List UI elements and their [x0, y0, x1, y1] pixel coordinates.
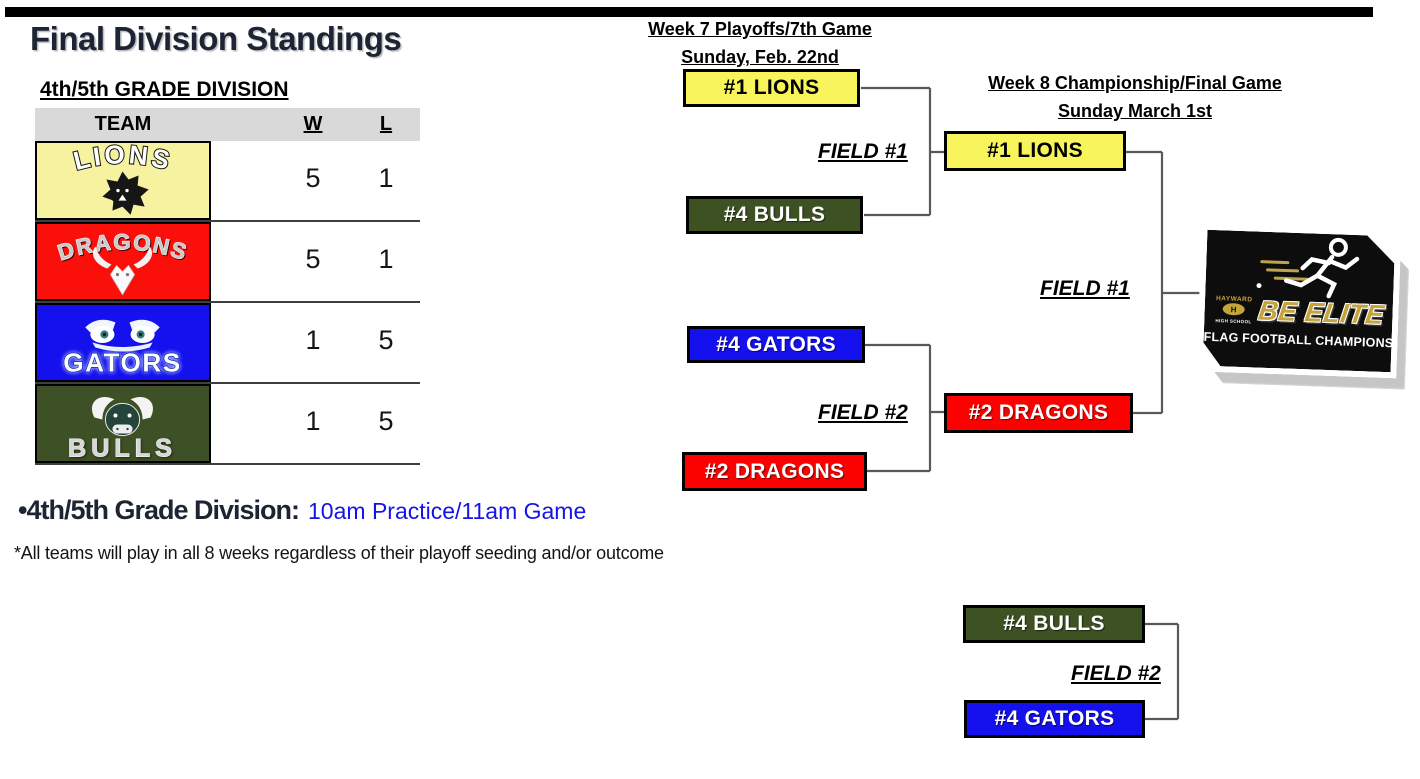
- page-title: Final Division Standings: [30, 20, 402, 57]
- school-emblem: HAYWARD H HIGH SCHOOL: [1212, 295, 1255, 326]
- lions-logo: LIONS: [35, 141, 211, 220]
- week8-header: Week 8 Championship/Final Game Sunday Ma…: [970, 73, 1300, 129]
- week7-title: Week 7 Playoffs/7th Game: [648, 19, 872, 39]
- column-header-team: TEAM: [94, 113, 152, 135]
- gators-logo: GATORS: [35, 303, 211, 382]
- field-label-consolation: FIELD #2: [1071, 662, 1161, 685]
- bulls-wins: 1: [305, 406, 321, 436]
- bracket-box-gators-consolation: #4 GATORS: [964, 700, 1145, 738]
- dragons-wins: 5: [305, 244, 321, 274]
- column-header-wins: W: [303, 113, 323, 135]
- field-label-semifinal2: FIELD #2: [818, 401, 908, 424]
- table-row-gators: GATORS 1 5: [35, 303, 420, 384]
- gator-mascot-icon: [85, 319, 160, 352]
- field-label-semifinal1: FIELD #1: [818, 140, 908, 163]
- week7-date: Sunday, Feb. 22nd: [681, 47, 839, 67]
- top-divider-bar: [5, 7, 1373, 17]
- bulls-losses: 5: [378, 406, 394, 436]
- bracket-box-bulls-semifinal: #4 BULLS: [686, 196, 863, 234]
- week8-title: Week 8 Championship/Final Game: [988, 73, 1282, 93]
- bracket-box-gators-semifinal: #4 GATORS: [687, 326, 865, 363]
- champion-badge-face: HAYWARD H HIGH SCHOOL BE ELITE FLAG FOOT…: [1203, 230, 1396, 372]
- bracket-box-dragons-finalist: #2 DRAGONS: [944, 393, 1133, 433]
- column-header-losses: L: [379, 113, 393, 135]
- week8-date: Sunday March 1st: [1057, 101, 1213, 121]
- lion-mascot-icon: [102, 171, 149, 215]
- standings-header-row: TEAM W L: [35, 108, 420, 141]
- champion-badge-border: HAYWARD H HIGH SCHOOL BE ELITE FLAG FOOT…: [1196, 224, 1401, 379]
- runner-icon: [1247, 233, 1379, 301]
- bracket-box-dragons-semifinal: #2 DRAGONS: [682, 452, 867, 491]
- dragon-mascot-icon: [92, 246, 153, 296]
- badge-subtitle: FLAG FOOTBALL CHAMPIONS: [1203, 329, 1394, 351]
- football-icon: H: [1222, 302, 1246, 316]
- lions-losses: 1: [378, 163, 394, 193]
- schedule-line: •4th/5th Grade Division: 10am Practice/1…: [18, 495, 586, 526]
- dragons-logo: DRAGONS: [35, 222, 211, 301]
- gators-wins: 1: [305, 325, 321, 355]
- badge-title: BE ELITE: [1256, 295, 1387, 330]
- bulls-logo-text: BULLS: [68, 435, 177, 461]
- school-initial: H: [1231, 305, 1237, 314]
- bracket-box-lions-finalist: #1 LIONS: [944, 131, 1126, 171]
- footnote: *All teams will play in all 8 weeks rega…: [14, 543, 664, 563]
- standings-table: TEAM W L LIONS: [35, 108, 420, 465]
- bracket-box-lions-semifinal: #1 LIONS: [683, 69, 860, 107]
- champion-badge: HAYWARD H HIGH SCHOOL BE ELITE FLAG FOOT…: [1196, 224, 1401, 379]
- week7-header: Week 7 Playoffs/7th Game Sunday, Feb. 22…: [600, 19, 920, 75]
- field-label-final: FIELD #1: [1040, 277, 1130, 300]
- table-row-bulls: BULLS 1 5: [35, 384, 420, 465]
- dragons-losses: 1: [378, 244, 394, 274]
- bull-mascot-icon: [91, 396, 154, 437]
- dragons-logo-text: DRAGONS: [54, 229, 190, 266]
- bulls-logo: BULLS: [35, 384, 211, 463]
- lions-wins: 5: [305, 163, 321, 193]
- bracket-box-bulls-consolation: #4 BULLS: [963, 605, 1145, 643]
- table-row-dragons: DRAGONS 5 1: [35, 222, 420, 303]
- school-subtitle: HIGH SCHOOL: [1215, 318, 1252, 325]
- svg-text:LIONS: LIONS: [70, 143, 175, 176]
- svg-text:DRAGONS: DRAGONS: [55, 229, 192, 265]
- standings-heading: 4th/5th GRADE DIVISION: [40, 78, 289, 101]
- lions-logo-text: LIONS: [69, 143, 173, 177]
- gators-losses: 5: [378, 325, 394, 355]
- gators-logo-text: GATORS: [63, 348, 181, 378]
- schedule-division-label: •4th/5th Grade Division:: [18, 495, 300, 525]
- schedule-time: 10am Practice/11am Game: [308, 498, 587, 524]
- table-row-lions: LIONS 5 1: [35, 141, 420, 222]
